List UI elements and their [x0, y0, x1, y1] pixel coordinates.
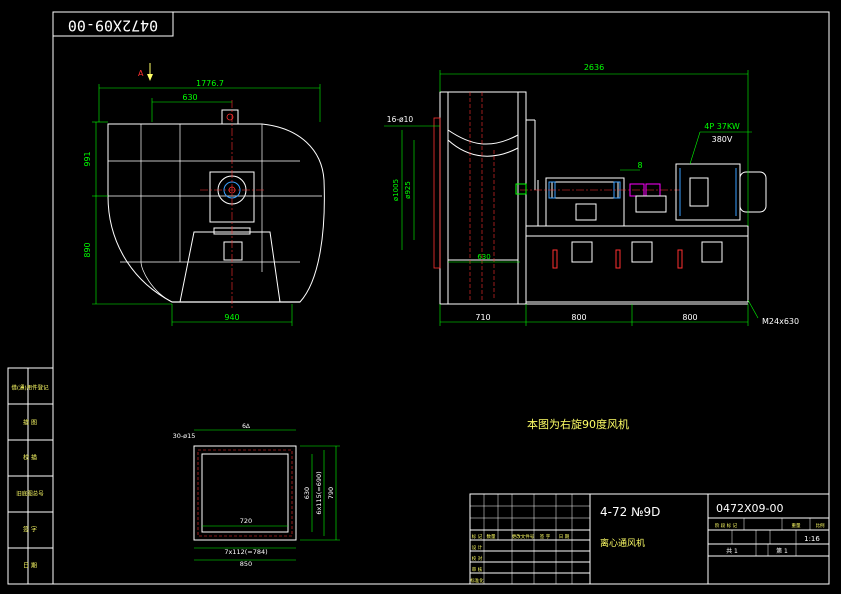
dim-top: 6∆ — [242, 423, 251, 430]
lifting-hole — [226, 113, 234, 121]
dim-upper-height: 991 — [83, 151, 92, 166]
dim-anchor: M24x630 — [762, 317, 799, 326]
flange-bolt-circle — [197, 449, 293, 537]
row-label: 校 对 — [472, 555, 483, 562]
motor-spec-2: 380V — [712, 135, 733, 144]
outlet-dimension-lines — [194, 429, 340, 561]
dim-total-length: 2636 — [584, 63, 604, 72]
inlet-flange — [433, 117, 441, 269]
scale-value: 1:16 — [804, 535, 820, 543]
dim-pitch-v: 6x115(=690) — [315, 471, 323, 514]
dim-seg-3: 800 — [682, 313, 697, 322]
shaft-hub — [515, 183, 527, 195]
title-block-grid — [469, 493, 830, 585]
dim-outer-height: 790 — [327, 487, 335, 499]
dim-overall-width: 1776.7 — [196, 79, 224, 88]
drawing-number-mirrored: 0472X09-00 — [68, 17, 158, 35]
dim-seg-2: 800 — [571, 313, 586, 322]
dim-holes: 30-ø15 — [173, 432, 196, 440]
drawing-number-mirrored-text: 0472X09-00 — [68, 17, 158, 35]
bearing-box — [537, 177, 625, 227]
header-cell: 标 记 — [472, 533, 483, 540]
side-view: 2636 16-ø10 ø1005 ø925 630 8 4P 37KW 380… — [384, 63, 799, 326]
header-cell: 签 字 — [540, 533, 551, 540]
flange-outer — [193, 445, 297, 541]
motor-blue-lines — [679, 168, 737, 216]
model-number: 4-72 №9D — [600, 505, 660, 519]
header-cell: 数量 — [487, 533, 496, 540]
flange-inner — [201, 453, 289, 533]
dim-seg-1: 710 — [475, 313, 490, 322]
motor — [675, 163, 767, 221]
left-strip-cell: 签 字 — [23, 526, 37, 534]
header-cell: 日 期 — [559, 534, 570, 540]
dim-base-width: 940 — [224, 313, 239, 322]
left-strip-cell: 校 描 — [23, 454, 37, 462]
anchor-bolts — [552, 249, 683, 269]
view-marker-arrowhead — [147, 74, 153, 81]
dim-gap: 8 — [637, 161, 642, 170]
header-cell: 更改文件号 — [512, 533, 535, 540]
sheet-number: 第 1 — [776, 547, 788, 555]
front-view: A — [83, 63, 325, 326]
motor-spec-1: 4P 37KW — [704, 122, 740, 131]
dim-pitch-h: 7x112(=784) — [224, 548, 267, 556]
sheet-total: 共 1 — [726, 547, 738, 555]
drawing-note: 本图为右旋90度风机 — [527, 417, 629, 431]
dim-inner-height: 630 — [303, 487, 311, 499]
dim-inner-width: 720 — [240, 517, 252, 525]
coupling-guard — [635, 195, 667, 213]
side-hidden-lines — [469, 92, 495, 300]
left-strip-cell: 借(通)用件登记 — [11, 384, 49, 392]
drawing-code: 0472X09-00 — [716, 502, 784, 515]
dim-dia-inner: ø925 — [404, 181, 412, 199]
left-strip-cell: 日 期 — [23, 562, 37, 570]
view-marker-label: A — [138, 69, 144, 78]
dim-lower-height: 890 — [83, 242, 92, 257]
dim-inlet-width: 630 — [477, 253, 490, 261]
fan-housing-outline — [107, 123, 325, 303]
right-header: 比例 — [816, 522, 825, 529]
base-frame — [440, 225, 749, 305]
dim-outlet-width: 630 — [182, 93, 197, 102]
lifting-lug — [221, 109, 239, 125]
product-name: 离心通风机 — [600, 537, 645, 549]
left-strip-cell: 描 图 — [23, 419, 37, 427]
pedestal-window — [223, 241, 243, 261]
right-header: 重量 — [792, 522, 801, 529]
dim-bolt-holes: 16-ø10 — [387, 115, 414, 124]
front-dimension-lines — [92, 84, 321, 326]
dim-dia-outer: ø1005 — [392, 179, 400, 201]
left-strip: 借(通)用件登记 描 图 校 描 旧底图总号 签 字 日 期 — [11, 384, 49, 570]
left-strip-cell: 旧底图总号 — [16, 490, 44, 498]
title-block-subgrid — [470, 494, 811, 584]
right-header: 阶 段 标 记 — [715, 522, 738, 529]
title-block: 标 记 数量 更改文件号 签 字 日 期 设 计 校 对 审 核 标准化 4-7… — [469, 493, 830, 585]
outlet-flange-view: 30-ø15 6∆ 720 7x112(=784) 850 630 6x115(… — [173, 423, 340, 568]
row-label: 设 计 — [472, 544, 483, 551]
dim-outer-width: 850 — [240, 560, 252, 568]
side-housing — [439, 91, 536, 305]
side-dimension-lines — [384, 70, 759, 326]
row-label: 标准化 — [470, 577, 484, 584]
housing-panel-lines — [108, 124, 322, 303]
row-label: 审 核 — [472, 566, 483, 573]
drawing-frame — [7, 11, 830, 585]
